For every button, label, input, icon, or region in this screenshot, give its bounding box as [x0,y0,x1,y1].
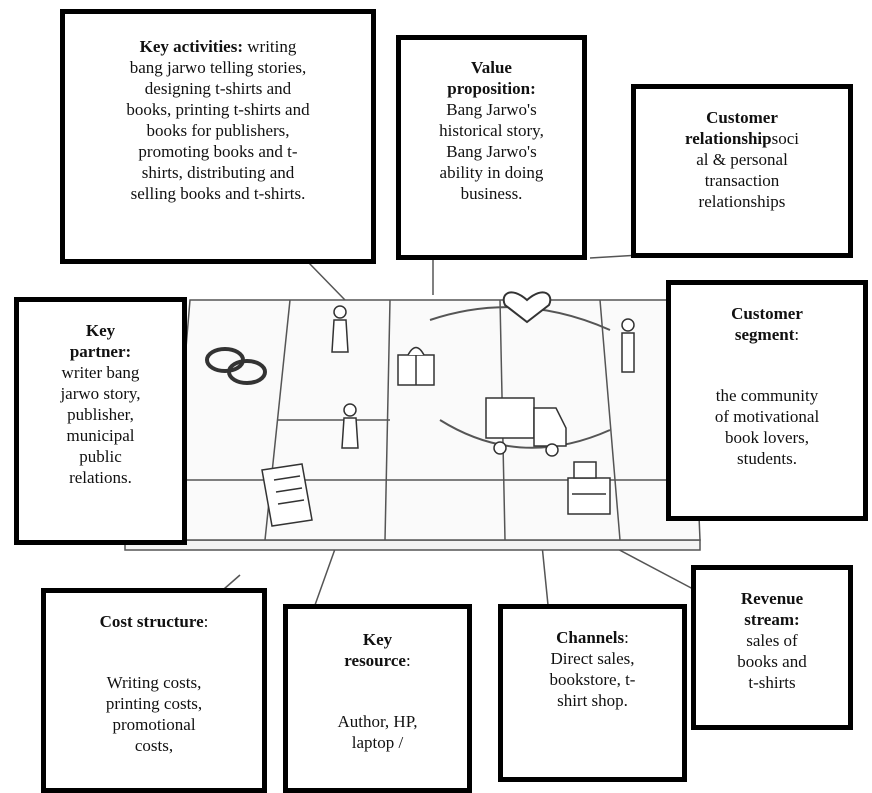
customer-segment-line: of motivational [714,407,820,426]
key-resource-title: Key [362,630,393,649]
value-proposition-line: ability in doing [439,163,544,182]
key-partner-box: Key partner: writer bang jarwo story, pu… [14,297,187,545]
key-partner-line: relations. [69,468,132,487]
cost-structure-line: Writing costs, [106,673,202,692]
customer-segment-title: segment [734,325,795,344]
key-partner-title: Key [85,321,116,340]
customer-segment-title: Customer [731,304,803,323]
key-partner-line: public [79,447,122,466]
channels-line: Direct sales, [550,649,635,668]
connector-line [307,261,346,301]
customer-relationship-title: relationship [685,129,772,148]
customer-segment-line: book lovers, [724,428,810,447]
cost-structure-box: Cost structure: Writing costs, printing … [41,588,267,793]
customer-relationship-title: Customer [706,108,778,127]
key-resource-line: laptop / [351,733,404,752]
key-activities-line: designing t-shirts and [144,79,292,98]
customer-relationship-line: soci [771,129,799,148]
value-proposition-line: historical story, [439,121,544,140]
cash-register-icon [567,461,611,515]
truck-icon [485,397,567,457]
gift-box-icon [397,346,435,386]
customer-segment-box: Customer segment: the community of motiv… [666,280,868,521]
customer-relationship-line: relationships [698,192,786,211]
board-divider [599,299,621,541]
key-activities-line: promoting books and t- [138,142,298,161]
key-activities-line: selling books and t-shirts. [130,184,306,203]
cost-structure-line: promotional [112,715,196,734]
key-resource-line: Author, HP, [337,712,418,731]
value-proposition-line: Bang Jarwo's [446,100,537,119]
key-partner-line: writer bang [61,363,140,382]
channels-line: bookstore, t- [549,670,636,689]
key-activities-line: shirts, distributing and [141,163,295,182]
revenue-stream-title: stream: [744,610,800,629]
cost-structure-line: costs, [134,736,174,755]
revenue-stream-box: Revenue stream: sales of books and t-shi… [691,565,853,730]
cost-structure-title: Cost structure [99,612,204,631]
value-proposition-title: proposition: [447,79,536,98]
person-icon [331,305,635,449]
key-partner-line: publisher, [67,405,134,424]
channels-line: shirt shop. [557,691,628,710]
revenue-stream-line: sales of [746,631,798,650]
value-proposition-line: business. [460,184,523,203]
key-activities-box: Key activities: writing bang jarwo telli… [60,9,376,264]
connector-line [609,544,696,591]
value-proposition-title: Value [471,58,512,77]
channels-colon: : [624,628,629,647]
revenue-stream-line: t-shirts [748,673,796,692]
key-partner-line: jarwo story, [60,384,141,403]
key-partner-title: partner: [69,342,132,361]
rings-icon [205,347,267,385]
heart-icon [502,291,552,324]
key-resource-box: Key resource: Author, HP, laptop / [283,604,472,793]
revenue-stream-title: Revenue [740,589,804,608]
customer-relationship-line: al & personal [696,150,788,169]
key-activities-line: writing [247,37,297,56]
value-proposition-line: Bang Jarwo's [446,142,537,161]
key-activities-title: Key activities: [139,37,244,56]
key-activities-line: books, printing t-shirts and [126,100,310,119]
key-resource-title: resource [344,651,406,670]
channels-title: Channels [556,628,625,647]
customer-segment-line: the community [715,386,819,405]
board-top [169,299,701,541]
channels-box: Channels: Direct sales, bookstore, t- sh… [498,604,687,782]
customer-relationship-box: Customer relationshipsoci al & personal … [631,84,853,258]
key-resource-colon: : [405,651,411,670]
document-icon [261,463,313,527]
key-activities-line: books for publishers, [146,121,290,140]
customer-segment-colon: : [794,325,800,344]
key-partner-line: municipal [66,426,135,445]
customer-relationship-line: transaction [704,171,780,190]
cost-structure-line: printing costs, [105,694,203,713]
revenue-stream-line: books and [737,652,807,671]
arrow-path [439,419,611,449]
customer-segment-line: students. [737,449,797,468]
value-proposition-box: Value proposition: Bang Jarwo's historic… [396,35,587,260]
board-base [124,539,701,551]
cost-structure-colon: : [203,612,209,631]
key-activities-line: bang jarwo telling stories, [129,58,307,77]
